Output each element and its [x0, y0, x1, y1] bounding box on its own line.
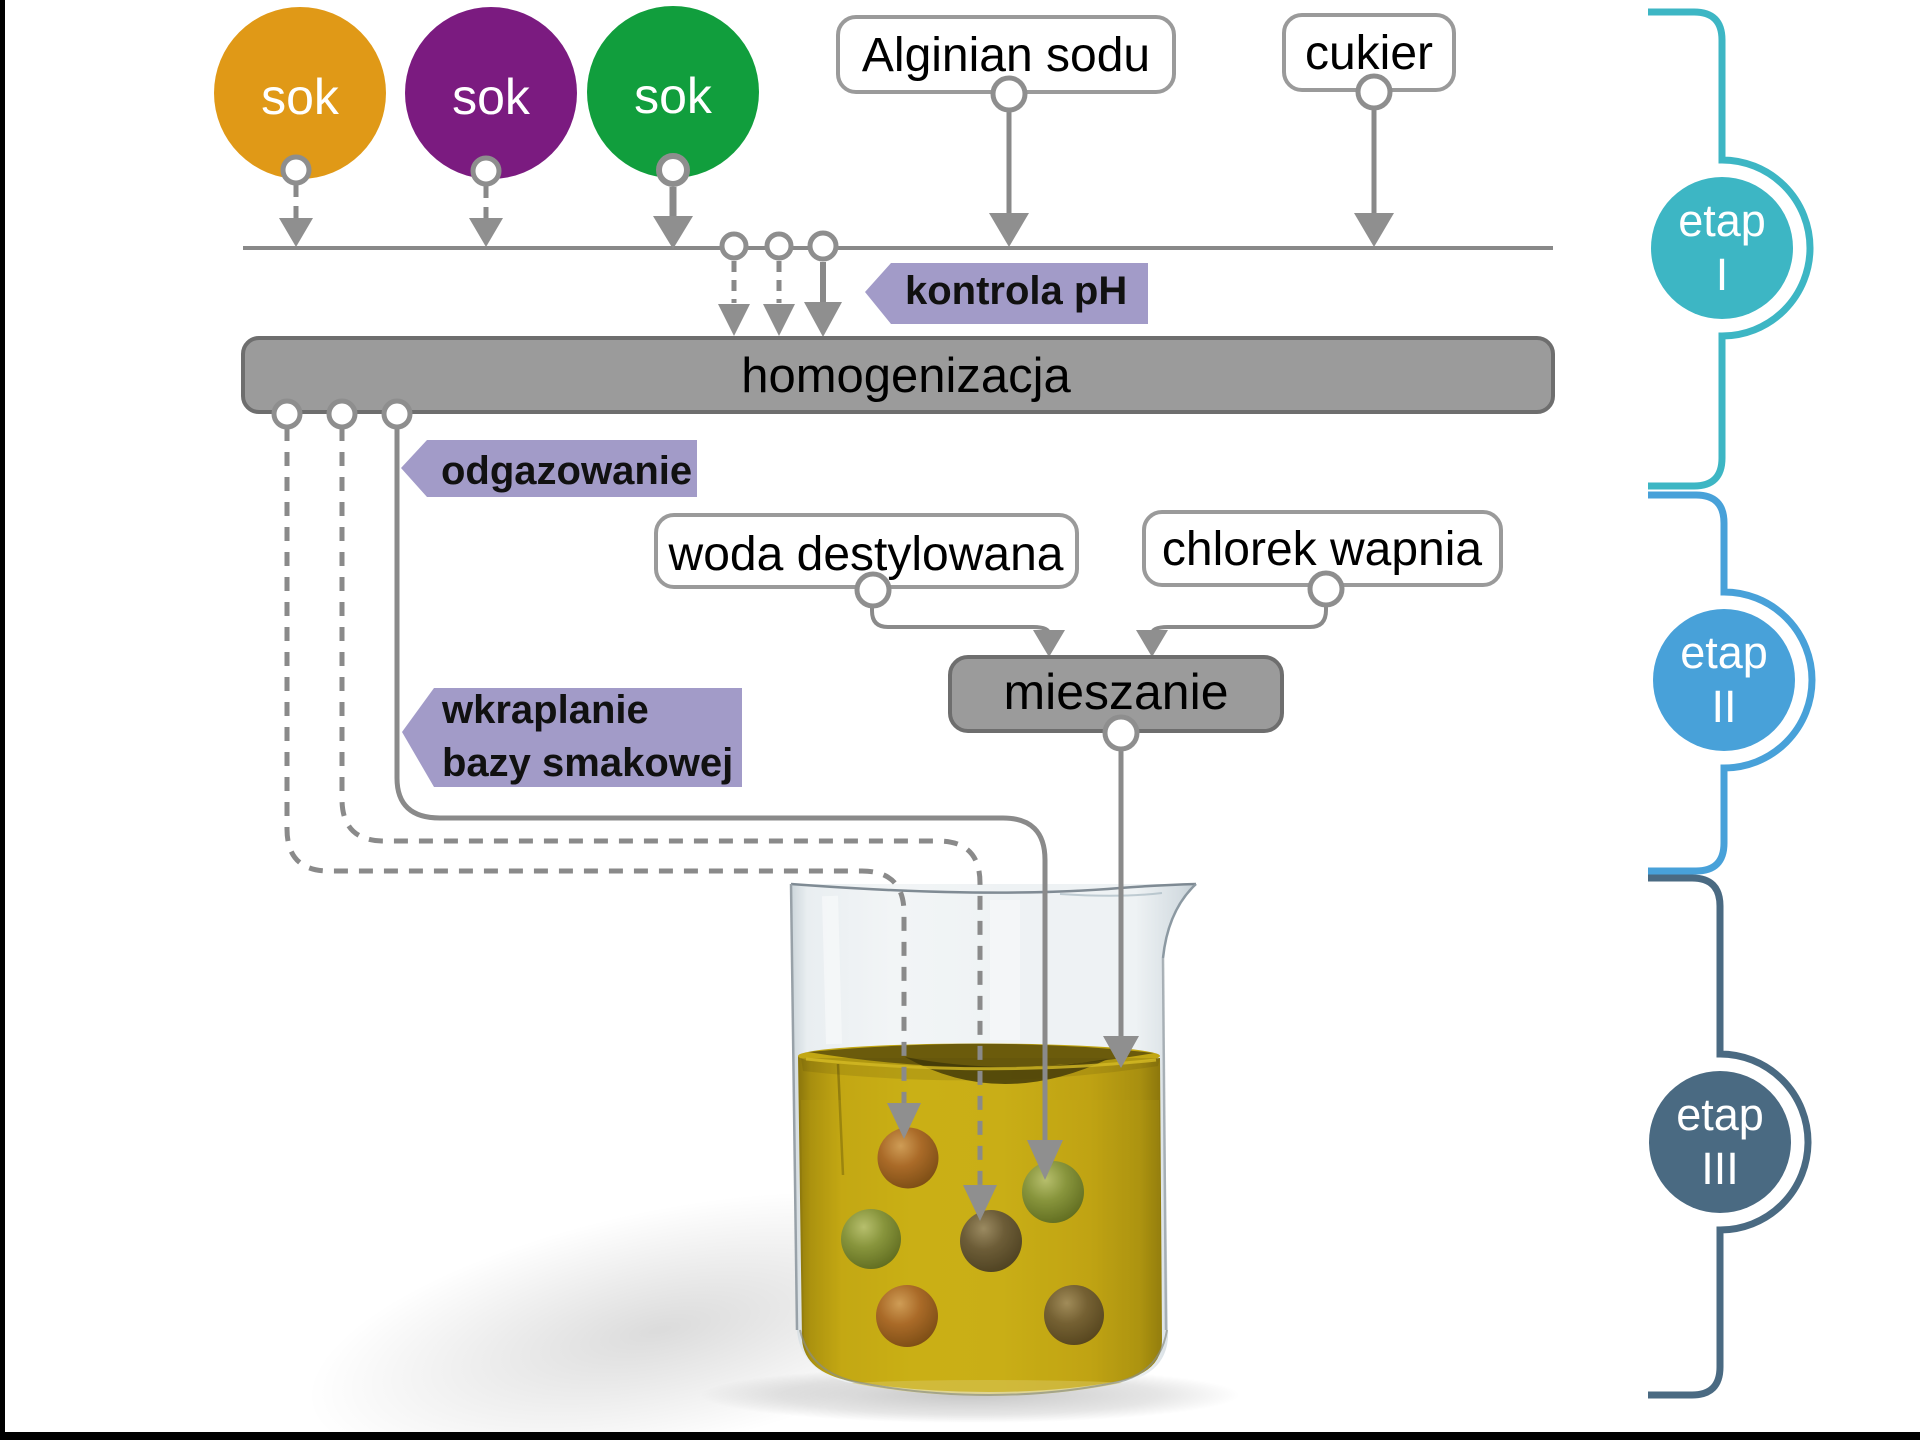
svg-text:odgazowanie: odgazowanie [441, 449, 692, 493]
svg-text:kontrola pH: kontrola pH [905, 269, 1127, 313]
svg-text:sok: sok [452, 69, 531, 125]
svg-text:etap: etap [1676, 1089, 1764, 1140]
svg-text:etap: etap [1680, 627, 1768, 678]
svg-text:woda destylowana: woda destylowana [668, 528, 1064, 581]
svg-text:etap: etap [1678, 195, 1766, 246]
svg-text:III: III [1701, 1143, 1739, 1194]
svg-text:cukier: cukier [1305, 27, 1433, 80]
svg-text:sok: sok [634, 68, 713, 124]
svg-text:II: II [1711, 681, 1736, 732]
svg-text:chlorek wapnia: chlorek wapnia [1162, 523, 1482, 576]
svg-text:wkraplanie: wkraplanie [441, 688, 649, 732]
svg-text:Alginian sodu: Alginian sodu [862, 29, 1150, 82]
svg-text:bazy smakowej: bazy smakowej [442, 741, 733, 785]
svg-text:mieszanie: mieszanie [1003, 664, 1228, 720]
svg-text:sok: sok [261, 69, 340, 125]
svg-text:I: I [1716, 249, 1729, 300]
svg-text:homogenizacja: homogenizacja [741, 349, 1071, 403]
